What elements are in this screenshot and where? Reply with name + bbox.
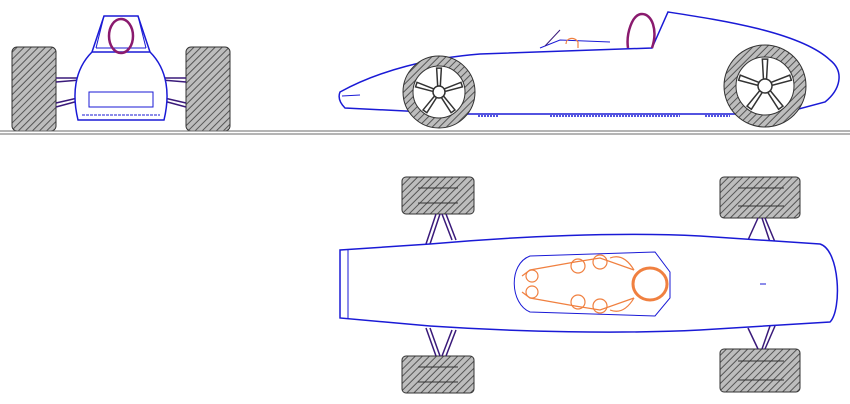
top-front-right-tire [401, 355, 475, 394]
front-suspension [55, 77, 187, 108]
front-intake [88, 91, 154, 108]
front-view [11, 15, 231, 132]
side-driver-helmet [565, 37, 579, 48]
ground-line [0, 130, 850, 135]
top-view [339, 176, 839, 394]
side-front-wheel [402, 55, 476, 129]
front-right-tire [185, 46, 231, 132]
top-driver-silhouette [521, 254, 669, 314]
side-roll-hoop [626, 12, 656, 49]
top-rear-right-tire [719, 348, 801, 393]
top-body-outline [339, 233, 839, 333]
front-cowl [91, 15, 151, 53]
wheel-spoke [761, 58, 769, 80]
side-rear-wheel [723, 44, 807, 128]
front-body-outline [74, 51, 168, 121]
top-rear-left-tire [719, 176, 801, 219]
wheel-spoke [435, 67, 443, 87]
front-roll-hoop [107, 17, 135, 55]
front-left-tire [11, 46, 57, 132]
side-view [338, 11, 840, 129]
top-suspension [425, 213, 776, 357]
top-cockpit-opening [513, 251, 671, 317]
top-front-left-tire [401, 176, 475, 215]
